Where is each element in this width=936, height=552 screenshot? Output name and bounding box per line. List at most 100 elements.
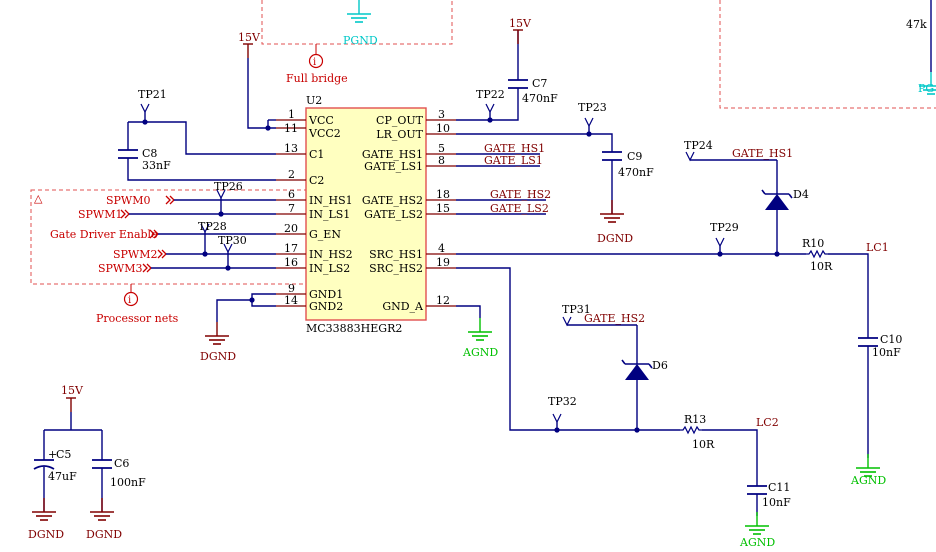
pin-cp-out: CP_OUT — [376, 114, 424, 127]
tp24-label: TP24 — [684, 139, 713, 152]
agnd-u2-label: AGND — [462, 346, 498, 359]
r10-value: 10R — [810, 260, 833, 273]
c10-value: 10nF — [872, 346, 901, 359]
pgnd-top-label: PGND — [343, 34, 378, 47]
agnd-c10-symbol — [855, 453, 881, 477]
pin-in-hs1: IN_HS1 — [309, 194, 353, 207]
svg-text:10: 10 — [436, 122, 450, 135]
dgnd-u2-label: DGND — [200, 350, 236, 363]
r13-symbol[interactable] — [679, 426, 703, 434]
power-15v-top-label: 15V — [238, 31, 261, 44]
pin-in-ls2: IN_LS2 — [309, 262, 350, 275]
svg-text:19: 19 — [436, 256, 450, 269]
tp29[interactable] — [715, 237, 725, 247]
tp30-label: TP30 — [218, 234, 247, 247]
tp23[interactable] — [584, 117, 594, 127]
svg-text:16: 16 — [284, 256, 298, 269]
pin-gate-ls1: GATE_LS1 — [364, 160, 423, 173]
r13-ref: R13 — [684, 413, 706, 426]
c6-ref: C6 — [114, 457, 129, 470]
dgnd-c5-label: DGND — [28, 528, 64, 541]
c11-value: 10nF — [762, 496, 791, 509]
tp24[interactable] — [685, 151, 695, 161]
net-gate-hs1-tp24: GATE_HS1 — [732, 147, 793, 160]
svg-text:12: 12 — [436, 294, 450, 307]
power-15v-bottom-label: 15V — [61, 384, 84, 397]
tp23-label: TP23 — [578, 101, 607, 114]
tp22[interactable] — [485, 103, 495, 113]
svg-text:9: 9 — [288, 282, 295, 295]
pin-gnd2: GND2 — [309, 300, 343, 313]
tp32[interactable] — [552, 413, 562, 423]
r13-value: 10R — [692, 438, 715, 451]
c8-value: 33nF — [142, 159, 171, 172]
c7-ref: C7 — [532, 77, 547, 90]
c11-ref: C11 — [768, 481, 790, 494]
net-gate-hs2-tp31: GATE_HS2 — [584, 312, 645, 325]
pin-gate-hs1: GATE_HS1 — [362, 148, 423, 161]
tp31[interactable] — [562, 316, 572, 326]
svg-text:1: 1 — [288, 108, 295, 121]
svg-text:i: i — [313, 57, 316, 68]
r10-symbol[interactable] — [805, 250, 829, 258]
spwm3-label: SPWM3 — [98, 262, 143, 275]
tp26-label: TP26 — [214, 180, 243, 193]
spwm2-label: SPWM2 — [113, 248, 158, 261]
power-15v-bottom — [65, 397, 77, 413]
svg-text:13: 13 — [284, 142, 298, 155]
c10-ref: C10 — [880, 333, 902, 346]
pin-gate-hs2: GATE_HS2 — [362, 194, 423, 207]
svg-text:2: 2 — [288, 168, 295, 181]
agnd-c11-label: AGND — [739, 536, 775, 549]
gate-enable-label: Gate Driver Enable — [50, 228, 158, 241]
pgnd-top-symbol — [346, 0, 372, 23]
processor-nets-label: Processor nets — [96, 312, 179, 325]
c5-value: 47uF — [48, 470, 77, 483]
agnd-c10-label: AGND — [850, 474, 886, 487]
c6-value: 100nF — [110, 476, 146, 489]
tp22-label: TP22 — [476, 88, 505, 101]
spwm0-label: SPWM0 — [106, 194, 151, 207]
pin-src-hs1: SRC_HS1 — [369, 248, 423, 261]
tp21[interactable] — [140, 103, 150, 113]
c7-value: 470nF — [522, 92, 558, 105]
right-frame — [719, 0, 936, 109]
pin-in-ls1: IN_LS1 — [309, 208, 350, 221]
spwm1-label: SPWM1 — [78, 208, 123, 221]
pin-vcc: VCC — [308, 114, 334, 127]
ic-u2-body[interactable] — [305, 107, 427, 321]
pin-vcc2: VCC2 — [308, 127, 341, 140]
dgnd-c6-label: DGND — [86, 528, 122, 541]
c8-ref: C8 — [142, 147, 157, 160]
d4-ref: D4 — [793, 188, 809, 201]
pin-src-hs2: SRC_HS2 — [369, 262, 423, 275]
c9-ref: C9 — [627, 150, 642, 163]
pin-c2: C2 — [309, 174, 324, 187]
svg-text:4: 4 — [438, 242, 445, 255]
pin-g-en: G_EN — [309, 228, 341, 241]
lc2-label: LC2 — [756, 416, 779, 429]
svg-text:3: 3 — [438, 108, 445, 121]
dgnd-c9-label: DGND — [597, 232, 633, 245]
svg-text:5: 5 — [438, 142, 445, 155]
r-top-right-value: 47k — [906, 18, 927, 31]
svg-text:14: 14 — [284, 294, 298, 307]
svg-text:18: 18 — [436, 188, 450, 201]
tp21-label: TP21 — [138, 88, 167, 101]
pin-c1: C1 — [309, 148, 324, 161]
svg-text:20: 20 — [284, 222, 298, 235]
lc1-label: LC1 — [866, 241, 889, 254]
full-bridge-frame — [261, 0, 453, 45]
tp28-label: TP28 — [198, 220, 227, 233]
tp31-label: TP31 — [562, 303, 591, 316]
warning-icon: △ — [34, 192, 43, 205]
agnd-c11-symbol — [744, 511, 770, 535]
svg-text:11: 11 — [284, 122, 298, 135]
tp29-label: TP29 — [710, 221, 739, 234]
dgnd-c9-symbol — [599, 199, 625, 223]
c5-plus: + — [48, 448, 57, 461]
net-gate-ls2: GATE_LS2 — [490, 202, 549, 215]
ic-u2-part: MC33883HEGR2 — [306, 322, 402, 335]
svg-text:15: 15 — [436, 202, 450, 215]
